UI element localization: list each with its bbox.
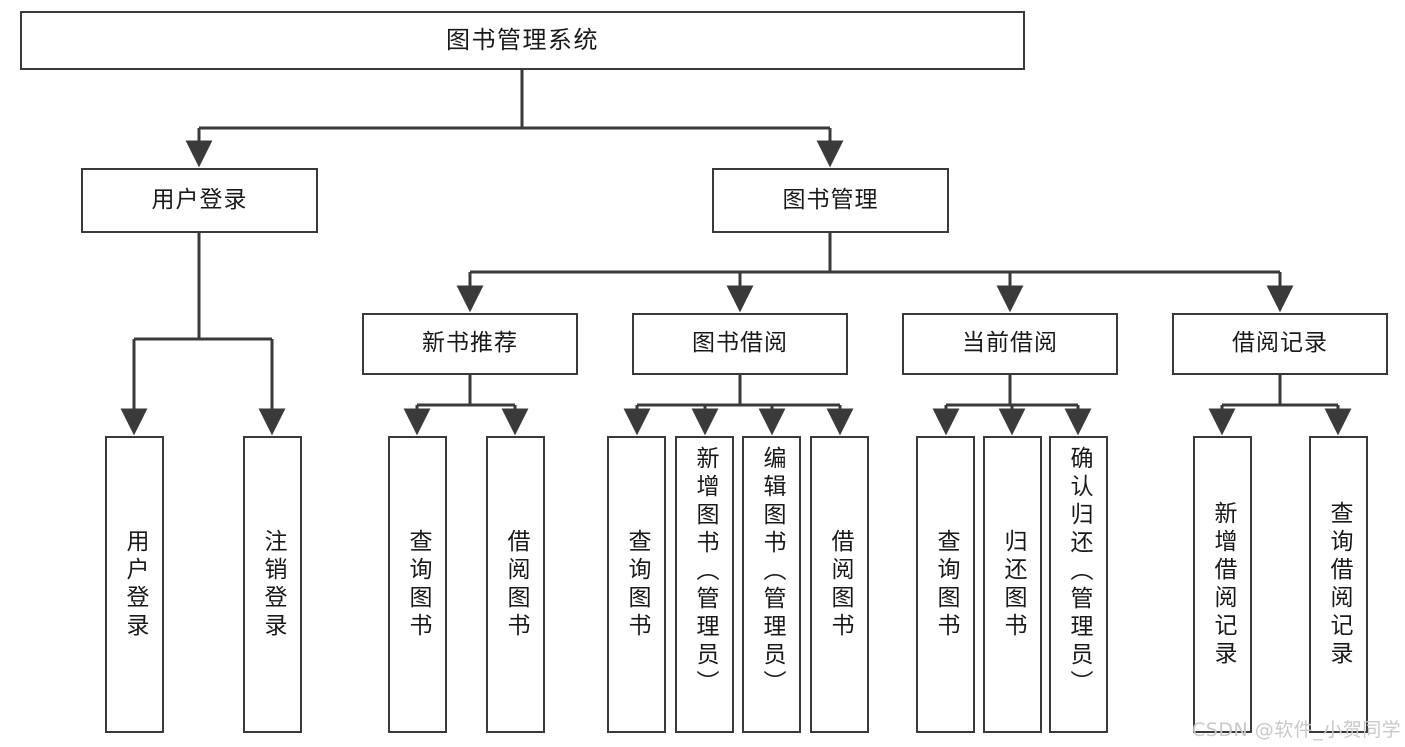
csdn-watermark: CSDN @软件_小贺同学 [1192,719,1402,741]
leaf-query-borrow-record[interactable]: 查询借阅记录 [1309,436,1368,733]
node-label: 查询借阅记录 [1326,500,1352,669]
node-book-management[interactable]: 图书管理 [712,168,949,233]
node-label: 查询图书 [405,528,431,641]
leaf-borrow-book-recommend[interactable]: 借阅图书 [486,436,545,733]
node-root-book-management-system[interactable]: 图书管理系统 [20,11,1025,70]
node-current-borrow[interactable]: 当前借阅 [902,313,1118,375]
leaf-query-book-current[interactable]: 查询图书 [916,436,975,733]
node-label: 图书管理系统 [446,26,599,55]
node-label: 当前借阅 [962,330,1058,357]
leaf-return-book[interactable]: 归还图书 [983,436,1042,733]
node-label: 图书管理 [782,186,879,213]
node-label: 注销登录 [260,528,286,641]
node-label: 确认归还（管理员） [1066,446,1092,698]
leaf-query-book-recommend[interactable]: 查询图书 [388,436,447,733]
node-user-login[interactable]: 用户登录 [81,168,318,233]
node-borrow-record[interactable]: 借阅记录 [1172,313,1388,375]
node-label: 归还图书 [1000,528,1026,641]
leaf-add-book-admin[interactable]: 新增图书（管理员） [675,436,734,733]
leaf-borrow-book[interactable]: 借阅图书 [810,436,869,733]
leaf-user-login[interactable]: 用户登录 [105,436,164,733]
node-label: 新书推荐 [422,330,518,357]
leaf-query-book-borrow[interactable]: 查询图书 [607,436,666,733]
node-label: 图书借阅 [692,330,788,357]
node-label: 编辑图书（管理员） [759,446,785,698]
node-label: 查询图书 [933,528,959,641]
node-label: 借阅图书 [827,528,853,641]
node-label: 用户登录 [122,528,148,641]
leaf-logout-login[interactable]: 注销登录 [243,436,302,733]
node-label: 新增图书（管理员） [692,446,718,698]
node-label: 借阅记录 [1232,330,1328,357]
node-label: 借阅图书 [503,528,529,641]
leaf-edit-book-admin[interactable]: 编辑图书（管理员） [742,436,801,733]
leaf-add-borrow-record[interactable]: 新增借阅记录 [1193,436,1252,733]
node-label: 新增借阅记录 [1210,500,1236,669]
leaf-confirm-return-admin[interactable]: 确认归还（管理员） [1049,436,1108,733]
node-label: 查询图书 [624,528,650,641]
node-label: 用户登录 [151,186,248,213]
node-new-book-recommend[interactable]: 新书推荐 [362,313,578,375]
node-book-borrow[interactable]: 图书借阅 [632,313,848,375]
